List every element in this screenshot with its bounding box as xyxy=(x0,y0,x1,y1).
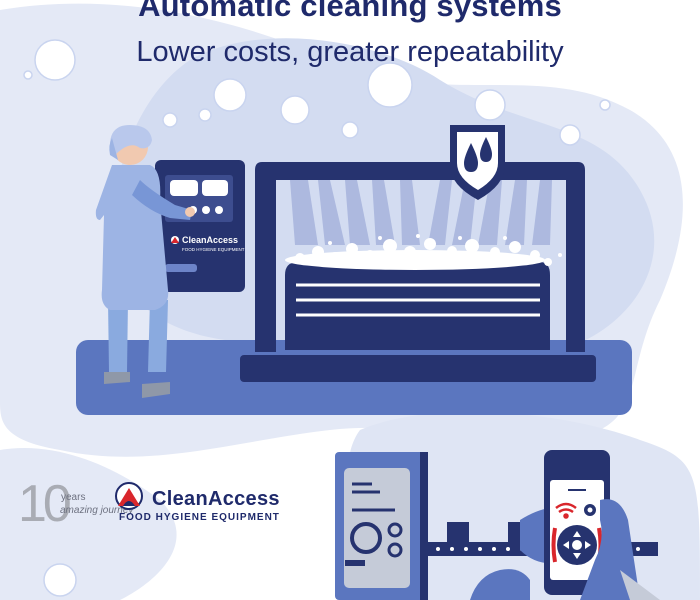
foam xyxy=(285,234,562,270)
logo-brand-name: CleanAccess xyxy=(152,488,280,510)
water-drops-shield-icon xyxy=(450,125,505,200)
badge-journey: amazing journey xyxy=(60,505,134,516)
panel-brand: CleanAccess xyxy=(182,235,238,245)
worker xyxy=(95,125,195,398)
tablet xyxy=(470,450,660,600)
subheadline: Lower costs, greater repeatability xyxy=(136,36,564,68)
panel-tagline: FOOD HYGIENE EQUIPMENT xyxy=(182,247,245,252)
spray-jets xyxy=(290,180,552,245)
badge-number: 10 xyxy=(18,475,72,533)
headline: Automatic cleaning systems xyxy=(138,0,562,23)
panel-slot xyxy=(165,264,197,272)
gear-icon xyxy=(584,504,596,516)
panel-logo-icon xyxy=(171,236,179,244)
badge-years: years xyxy=(61,492,86,503)
wash-tray xyxy=(285,262,550,350)
cleanaccess-logo-icon xyxy=(115,482,143,510)
wifi-icon xyxy=(555,502,577,519)
logo-tagline: FOOD HYGIENE EQUIPMENT xyxy=(119,512,280,523)
tray-lines xyxy=(296,283,540,317)
